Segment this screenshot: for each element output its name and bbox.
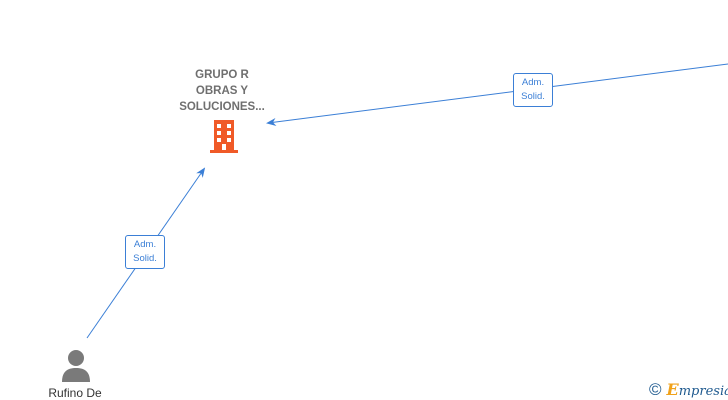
edge-label-line2: Solid. <box>133 253 157 264</box>
building-icon[interactable] <box>207 118 241 154</box>
brand-rest: mpresia <box>678 384 728 399</box>
company-label-line3: SOLUCIONES... <box>179 101 265 113</box>
edge-label-right-to-company[interactable]: Adm. Solid. <box>513 73 553 107</box>
edge-line-right-to-company <box>266 63 728 126</box>
brand-logo: Empresia <box>667 380 728 399</box>
edge-label-line1: Adm. <box>521 77 545 88</box>
person-node-label[interactable]: Rufino De <box>48 386 102 400</box>
edge-label-line2: Solid. <box>521 91 545 102</box>
company-label-line1: GRUPO R <box>195 69 249 81</box>
person-icon[interactable] <box>60 349 92 383</box>
empresia-watermark: © Empresia <box>649 380 728 399</box>
copyright-icon: © <box>649 380 662 399</box>
edge-label-line1: Adm. <box>133 239 157 250</box>
brand-initial: E <box>666 380 679 399</box>
edge-label-person-to-company[interactable]: Adm. Solid. <box>125 235 165 269</box>
company-label-line2: OBRAS Y <box>195 85 249 97</box>
company-node-label[interactable]: GRUPO R OBRAS Y SOLUCIONES... <box>162 67 282 115</box>
